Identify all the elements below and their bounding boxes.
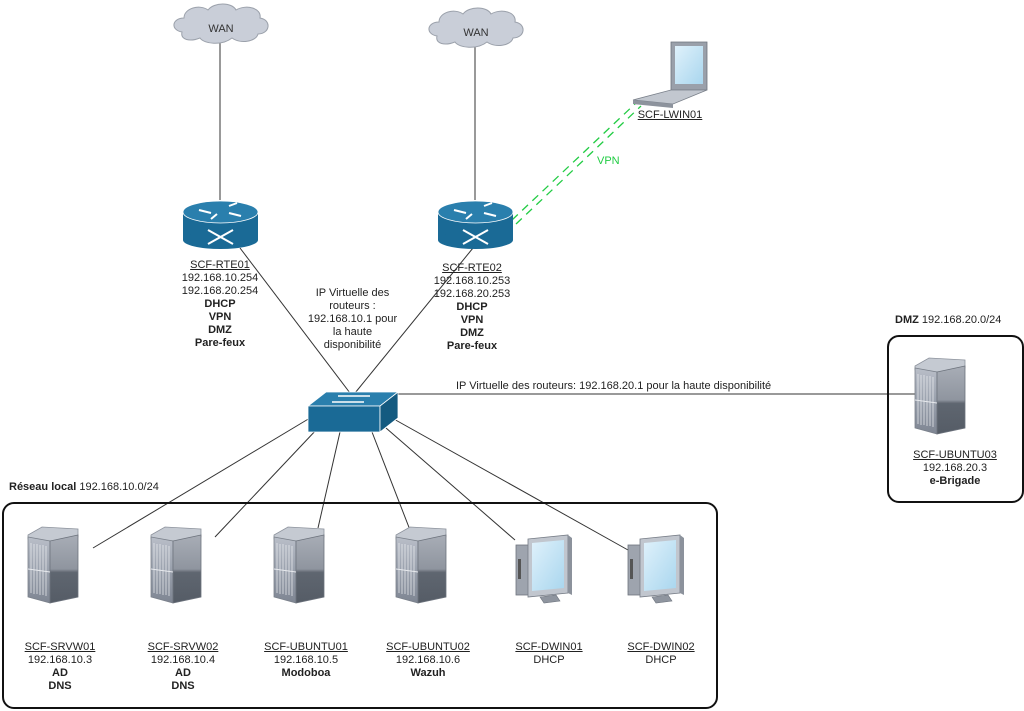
link-rte02-switch — [354, 247, 474, 394]
host-role: DNS — [48, 680, 72, 692]
router-role: Pare-feux — [194, 337, 246, 349]
router-role: DHCP — [204, 298, 236, 310]
link-switch-srvw01 — [92, 417, 311, 549]
note-line: 192.168.10.1 pour — [307, 313, 398, 325]
group-title-bold: Réseau local — [9, 481, 77, 493]
router-role: DMZ — [208, 324, 232, 336]
host-name: SCF-UBUNTU02 — [386, 641, 470, 653]
host-role: AD — [175, 667, 191, 679]
host-ip: 192.168.10.6 — [395, 654, 461, 666]
host-name: SCF-DWIN01 — [515, 641, 583, 653]
laptop-name: SCF-LWIN01 — [637, 109, 703, 121]
host-label-srvw01: SCF-SRVW01 192.168.10.3 AD DNS — [10, 641, 110, 693]
group-title-subnet: 192.168.20.0/24 — [921, 314, 1002, 326]
wan-label-1: WAN — [208, 23, 234, 35]
note-line: IP Virtuelle des — [315, 287, 390, 299]
link-rte01-switch — [239, 247, 351, 394]
router-label-rte01: SCF-RTE01 192.168.10.254 192.168.20.254 … — [160, 259, 280, 350]
vpn-link — [511, 101, 642, 225]
router-name: SCF-RTE02 — [442, 262, 502, 274]
router-icon-rte01 — [182, 200, 259, 249]
router-role: DMZ — [460, 327, 484, 339]
host-label-dwin01: SCF-DWIN01 DHCP — [499, 641, 599, 667]
wan-label-2: WAN — [463, 27, 489, 39]
host-ip: DHCP — [533, 654, 565, 666]
host-label-ubuntu03: SCF-UBUNTU03 192.168.20.3 e-Brigade — [890, 449, 1020, 488]
host-label-srvw02: SCF-SRVW02 192.168.10.4 AD DNS — [133, 641, 233, 693]
host-role: AD — [52, 667, 68, 679]
group-title-bold: DMZ — [895, 314, 919, 326]
router-ip: 192.168.10.254 — [181, 272, 259, 284]
dmz-group-box — [887, 335, 1024, 503]
virtual-ip-dmz-note: IP Virtuelle des routeurs: 192.168.20.1 … — [456, 380, 772, 392]
lan-group-title: Réseau local 192.168.10.0/24 — [9, 481, 159, 493]
host-ip: 192.168.10.3 — [27, 654, 93, 666]
note-line: la haute — [332, 326, 373, 338]
router-ip: 192.168.20.253 — [433, 288, 511, 300]
link-switch-dwin02 — [391, 417, 629, 551]
router-ip: 192.168.10.253 — [433, 275, 511, 287]
note-line: routeurs : — [329, 300, 376, 312]
host-role: Wazuh — [410, 667, 446, 679]
host-name: SCF-DWIN02 — [627, 641, 695, 653]
link-switch-ubuntu01 — [317, 431, 341, 529]
virtual-ip-lan-note: IP Virtuelle des routeurs : 192.168.10.1… — [300, 287, 405, 352]
host-ip: 192.168.20.3 — [922, 462, 988, 474]
wan-cloud-2 — [428, 7, 524, 48]
router-role: DHCP — [456, 301, 488, 313]
host-name: SCF-UBUNTU03 — [913, 449, 997, 461]
dmz-group-title: DMZ 192.168.20.0/24 — [895, 314, 1001, 326]
link-switch-ubuntu02 — [371, 431, 411, 531]
router-role: VPN — [460, 314, 484, 326]
link-switch-dwin01 — [385, 427, 516, 541]
host-ip: 192.168.10.4 — [150, 654, 216, 666]
host-name: SCF-UBUNTU01 — [264, 641, 348, 653]
router-ip: 192.168.20.254 — [181, 285, 259, 297]
host-label-dwin02: SCF-DWIN02 DHCP — [611, 641, 711, 667]
wan-cloud-1 — [173, 3, 269, 44]
host-role: Modoboa — [281, 667, 331, 679]
host-name: SCF-SRVW01 — [24, 641, 96, 653]
links — [92, 42, 915, 551]
link-switch-srvw02 — [214, 427, 319, 538]
host-ip: 192.168.10.5 — [273, 654, 339, 666]
switch-icon — [306, 391, 400, 433]
host-name: SCF-SRVW02 — [147, 641, 219, 653]
host-role: DNS — [171, 680, 195, 692]
router-name: SCF-RTE01 — [190, 259, 250, 271]
router-icon-rte02 — [437, 200, 514, 249]
laptop-label: SCF-LWIN01 — [625, 109, 715, 122]
host-label-ubuntu02: SCF-UBUNTU02 192.168.10.6 Wazuh — [378, 641, 478, 680]
host-ip: DHCP — [645, 654, 677, 666]
laptop-icon — [632, 41, 708, 108]
vpn-label: VPN — [597, 155, 620, 167]
host-role: e-Brigade — [929, 475, 981, 487]
lan-group-box — [2, 502, 718, 709]
router-role: Pare-feux — [446, 340, 498, 352]
host-label-ubuntu01: SCF-UBUNTU01 192.168.10.5 Modoboa — [256, 641, 356, 680]
router-label-rte02: SCF-RTE02 192.168.10.253 192.168.20.253 … — [412, 262, 532, 353]
router-role: VPN — [208, 311, 232, 323]
group-title-subnet: 192.168.10.0/24 — [79, 481, 159, 493]
note-line: disponibilité — [323, 339, 382, 351]
